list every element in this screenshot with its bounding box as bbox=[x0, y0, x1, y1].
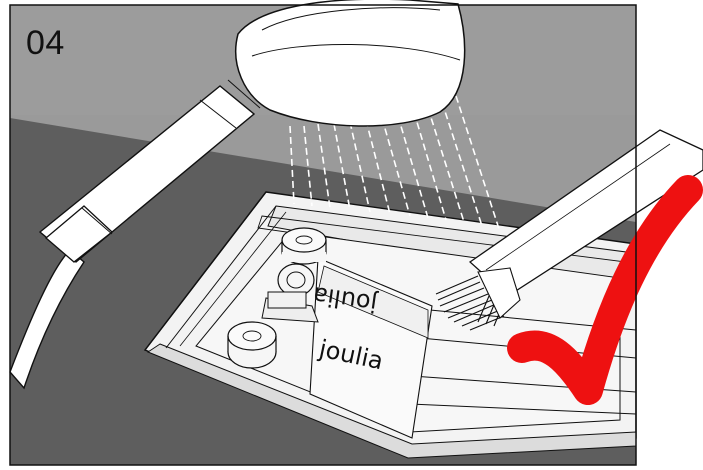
step-number: 04 bbox=[26, 24, 65, 63]
